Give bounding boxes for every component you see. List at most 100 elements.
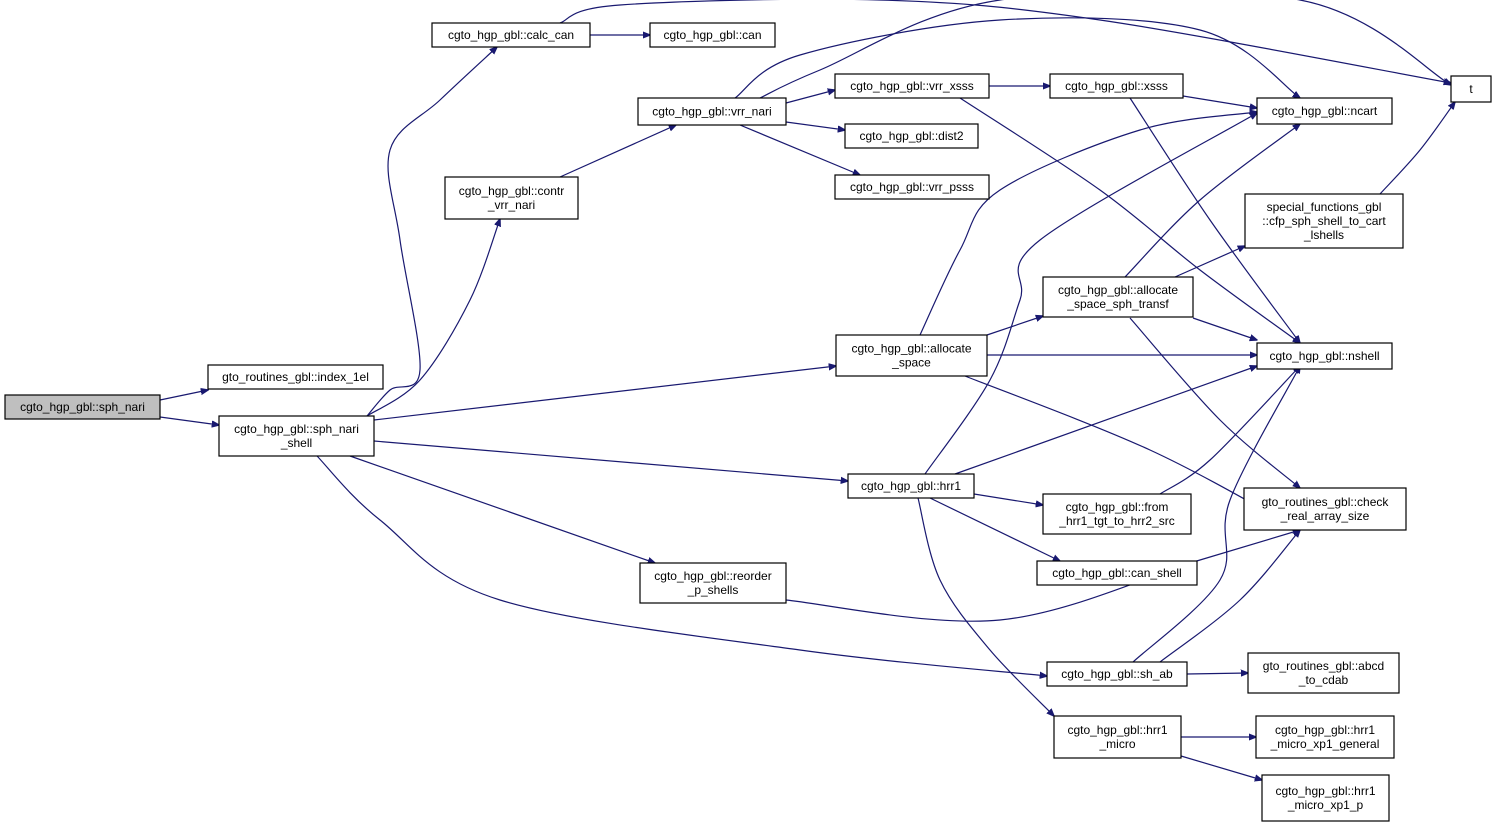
edge-contr_vrr_nari-to-vrr_nari xyxy=(559,125,676,178)
node-label: cgto_hgp_gbl::vrr_nari xyxy=(652,105,771,119)
edge-hrr1_micro-to-xp1_p xyxy=(1180,755,1262,780)
node-label: cgto_hgp_gbl::reorder xyxy=(654,569,771,583)
node-check_real[interactable]: gto_routines_gbl::check_real_array_size xyxy=(1243,487,1407,531)
node-box[interactable] xyxy=(1046,661,1188,687)
edge-hrr1-to-ncart xyxy=(924,113,1257,475)
edge-sh_ab-to-nshell xyxy=(1132,366,1300,663)
node-box[interactable] xyxy=(1261,774,1390,822)
edge-reorder-to-check_real xyxy=(785,530,1300,622)
node-label: cgto_hgp_gbl::dist2 xyxy=(859,129,963,143)
node-label: cgto_hgp_gbl::hrr1 xyxy=(1067,723,1167,737)
node-allocate_space[interactable]: cgto_hgp_gbl::allocate_space xyxy=(835,334,988,377)
node-can[interactable]: cgto_hgp_gbl::can xyxy=(649,22,776,48)
node-label: cgto_hgp_gbl::sph_nari xyxy=(234,422,359,436)
edge-xsss-to-ncart xyxy=(1182,95,1257,108)
edge-vrr_nari-to-vrr_xsss xyxy=(785,90,835,104)
node-t[interactable]: t xyxy=(1450,75,1492,103)
node-label: gto_routines_gbl::check xyxy=(1262,495,1390,509)
node-box[interactable] xyxy=(1450,75,1492,103)
node-hrr1_micro[interactable]: cgto_hgp_gbl::hrr1_micro xyxy=(1053,715,1182,759)
edge-allocate_space-to-allocate_space_sph xyxy=(986,316,1043,336)
node-label: cgto_hgp_gbl::contr xyxy=(459,184,564,198)
node-sph_nari[interactable]: cgto_hgp_gbl::sph_nari xyxy=(4,394,161,420)
nodes-layer: cgto_hgp_gbl::sph_narigto_routines_gbl::… xyxy=(4,22,1492,822)
node-box[interactable] xyxy=(1256,97,1393,125)
node-box[interactable] xyxy=(1243,487,1407,531)
node-calc_can[interactable]: cgto_hgp_gbl::calc_can xyxy=(431,22,591,48)
edge-sph_nari-to-index_1el xyxy=(159,390,208,401)
node-box[interactable] xyxy=(834,174,990,200)
node-box[interactable] xyxy=(1042,276,1194,318)
node-cfp_sph[interactable]: special_functions_gbl::cfp_sph_shell_to_… xyxy=(1244,193,1404,249)
node-nshell[interactable]: cgto_hgp_gbl::nshell xyxy=(1256,342,1393,370)
edge-sph_nari_shell-to-hrr1 xyxy=(373,440,848,481)
node-box[interactable] xyxy=(637,97,787,126)
edge-xsss-to-nshell xyxy=(1129,97,1300,343)
node-box[interactable] xyxy=(639,562,787,604)
node-label: ::cfp_sph_shell_to_cart xyxy=(1262,214,1386,228)
edge-from_hrr1-to-check_real xyxy=(1159,366,1300,495)
node-box[interactable] xyxy=(1255,715,1395,759)
node-label: cgto_hgp_gbl::allocate xyxy=(1058,283,1178,297)
node-label: _hrr1_tgt_to_hrr2_src xyxy=(1058,514,1174,528)
node-label: _p_shells xyxy=(687,583,739,597)
edge-sph_nari_shell-to-contr_vrr_nari xyxy=(366,219,500,417)
node-abcd[interactable]: gto_routines_gbl::abcd_to_cdab xyxy=(1247,652,1400,694)
node-label: special_functions_gbl xyxy=(1267,200,1382,214)
node-vrr_psss[interactable]: cgto_hgp_gbl::vrr_psss xyxy=(834,174,990,200)
node-label: cgto_hgp_gbl::can xyxy=(663,28,761,42)
node-label: _space xyxy=(891,356,931,370)
node-label: cgto_hgp_gbl::ncart xyxy=(1272,104,1378,118)
node-box[interactable] xyxy=(1042,493,1192,535)
node-xp1_p[interactable]: cgto_hgp_gbl::hrr1_micro_xp1_p xyxy=(1261,774,1390,822)
node-box[interactable] xyxy=(834,73,990,99)
edge-allocate_space_sph-to-nshell xyxy=(1192,317,1257,340)
node-vrr_nari[interactable]: cgto_hgp_gbl::vrr_nari xyxy=(637,97,787,126)
node-label: t xyxy=(1469,82,1473,96)
node-xsss[interactable]: cgto_hgp_gbl::xsss xyxy=(1049,73,1184,99)
node-label: _shell xyxy=(280,436,312,450)
node-dist2[interactable]: cgto_hgp_gbl::dist2 xyxy=(844,123,979,149)
node-contr_vrr_nari[interactable]: cgto_hgp_gbl::contr_vrr_nari xyxy=(444,176,579,220)
node-label: _micro_xp1_p xyxy=(1287,798,1364,812)
node-can_shell[interactable]: cgto_hgp_gbl::can_shell xyxy=(1036,560,1198,586)
node-box[interactable] xyxy=(218,415,375,457)
node-allocate_space_sph[interactable]: cgto_hgp_gbl::allocate_space_sph_transf xyxy=(1042,276,1194,318)
edge-sph_nari_shell-to-sh_ab xyxy=(316,455,1047,676)
node-box[interactable] xyxy=(1244,193,1404,249)
node-box[interactable] xyxy=(1247,652,1400,694)
edge-allocate_space_sph-to-ncart xyxy=(1124,124,1300,278)
node-box[interactable] xyxy=(1256,342,1393,370)
edge-cfp_sph-to-t xyxy=(1379,102,1455,195)
node-label: _space_sph_transf xyxy=(1066,297,1169,311)
node-xp1_general[interactable]: cgto_hgp_gbl::hrr1_micro_xp1_general xyxy=(1255,715,1395,759)
edge-vrr_nari-to-ncart xyxy=(734,17,1300,98)
node-ncart[interactable]: cgto_hgp_gbl::ncart xyxy=(1256,97,1393,125)
node-vrr_xsss[interactable]: cgto_hgp_gbl::vrr_xsss xyxy=(834,73,990,99)
node-box[interactable] xyxy=(1049,73,1184,99)
node-box[interactable] xyxy=(4,394,161,420)
node-from_hrr1[interactable]: cgto_hgp_gbl::from_hrr1_tgt_to_hrr2_src xyxy=(1042,493,1192,535)
node-box[interactable] xyxy=(1053,715,1182,759)
node-box[interactable] xyxy=(207,364,384,390)
node-box[interactable] xyxy=(835,334,988,377)
node-box[interactable] xyxy=(844,123,979,149)
node-label: cgto_hgp_gbl::vrr_psss xyxy=(850,180,974,194)
node-label: cgto_hgp_gbl::sph_nari xyxy=(20,400,145,414)
node-box[interactable] xyxy=(649,22,776,48)
edge-vrr_nari-to-dist2 xyxy=(785,121,845,130)
node-hrr1[interactable]: cgto_hgp_gbl::hrr1 xyxy=(847,473,975,499)
node-box[interactable] xyxy=(1036,560,1198,586)
edge-hrr1-to-can_shell xyxy=(929,497,1060,561)
node-label: cgto_hgp_gbl::nshell xyxy=(1269,349,1379,363)
node-label: cgto_hgp_gbl::hrr1 xyxy=(1275,723,1375,737)
node-label: _vrr_nari xyxy=(487,198,535,212)
node-reorder[interactable]: cgto_hgp_gbl::reorder_p_shells xyxy=(639,562,787,604)
node-box[interactable] xyxy=(431,22,591,48)
edge-sph_nari_shell-to-calc_can xyxy=(366,47,497,417)
node-sh_ab[interactable]: cgto_hgp_gbl::sh_ab xyxy=(1046,661,1188,687)
node-index_1el[interactable]: gto_routines_gbl::index_1el xyxy=(207,364,384,390)
node-box[interactable] xyxy=(847,473,975,499)
node-box[interactable] xyxy=(444,176,579,220)
node-sph_nari_shell[interactable]: cgto_hgp_gbl::sph_nari_shell xyxy=(218,415,375,457)
